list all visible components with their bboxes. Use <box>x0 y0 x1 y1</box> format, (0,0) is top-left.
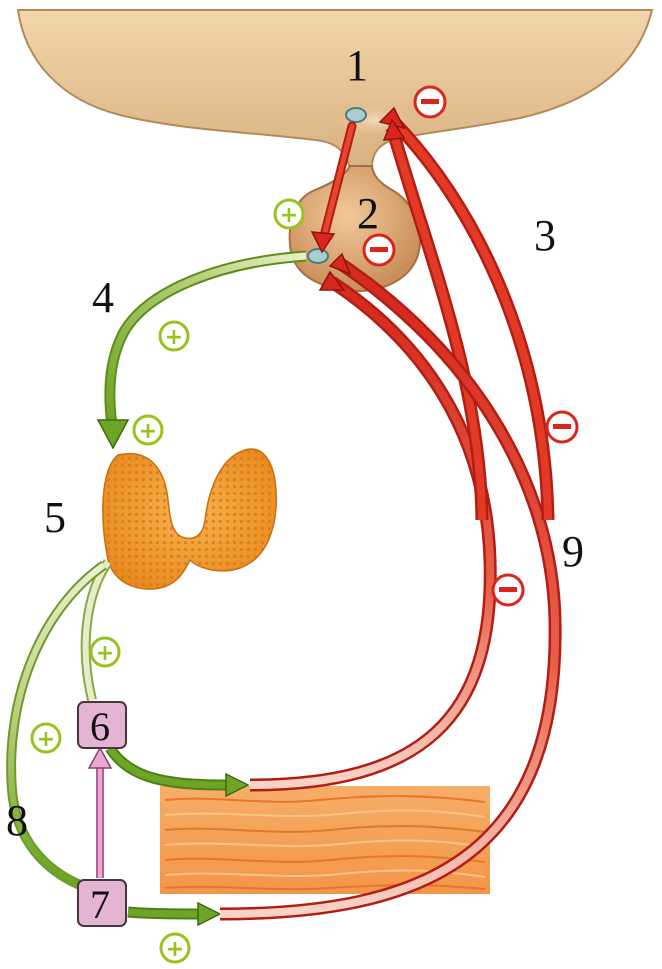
label-2: 2 <box>357 189 379 238</box>
plus-sign-8: + <box>32 724 60 752</box>
svg-text:+: + <box>37 727 55 752</box>
arrowhead-to-thyroid <box>98 420 128 448</box>
label-9: 9 <box>562 527 584 576</box>
pituitary-to-thyroid-arrow <box>110 256 306 425</box>
label-4: 4 <box>92 273 114 322</box>
plus-sign-thyroid: + <box>134 416 162 444</box>
plus-sign-pituitary: + <box>275 200 303 228</box>
arrowhead-7-to-tissue <box>198 903 220 925</box>
svg-text:+: + <box>96 641 114 666</box>
svg-text:+: + <box>165 325 183 350</box>
label-3: 3 <box>534 211 556 260</box>
pituitary-cell <box>308 249 328 263</box>
box-6: 6 <box>78 702 126 749</box>
minus-sign-3 <box>547 412 577 442</box>
svg-text:+: + <box>166 937 184 962</box>
minus-sign-pituitary <box>364 235 394 265</box>
hypothalamus-neuron <box>346 108 366 122</box>
minus-sign-hypothalamus <box>415 87 445 117</box>
svg-text:+: + <box>280 203 298 228</box>
minus-sign-9 <box>493 575 523 605</box>
plus-sign-6: + <box>91 638 119 666</box>
svg-text:+: + <box>139 419 157 444</box>
label-7: 7 <box>90 882 110 927</box>
plus-sign-7: + <box>161 934 189 962</box>
label-8: 8 <box>6 796 28 845</box>
hypothalamus <box>18 10 652 168</box>
label-5: 5 <box>44 493 66 542</box>
label-1: 1 <box>346 41 368 90</box>
label-6: 6 <box>90 704 110 749</box>
box-7: 7 <box>78 880 126 927</box>
thyroid-gland <box>103 449 276 589</box>
plus-sign-4: + <box>160 322 188 350</box>
